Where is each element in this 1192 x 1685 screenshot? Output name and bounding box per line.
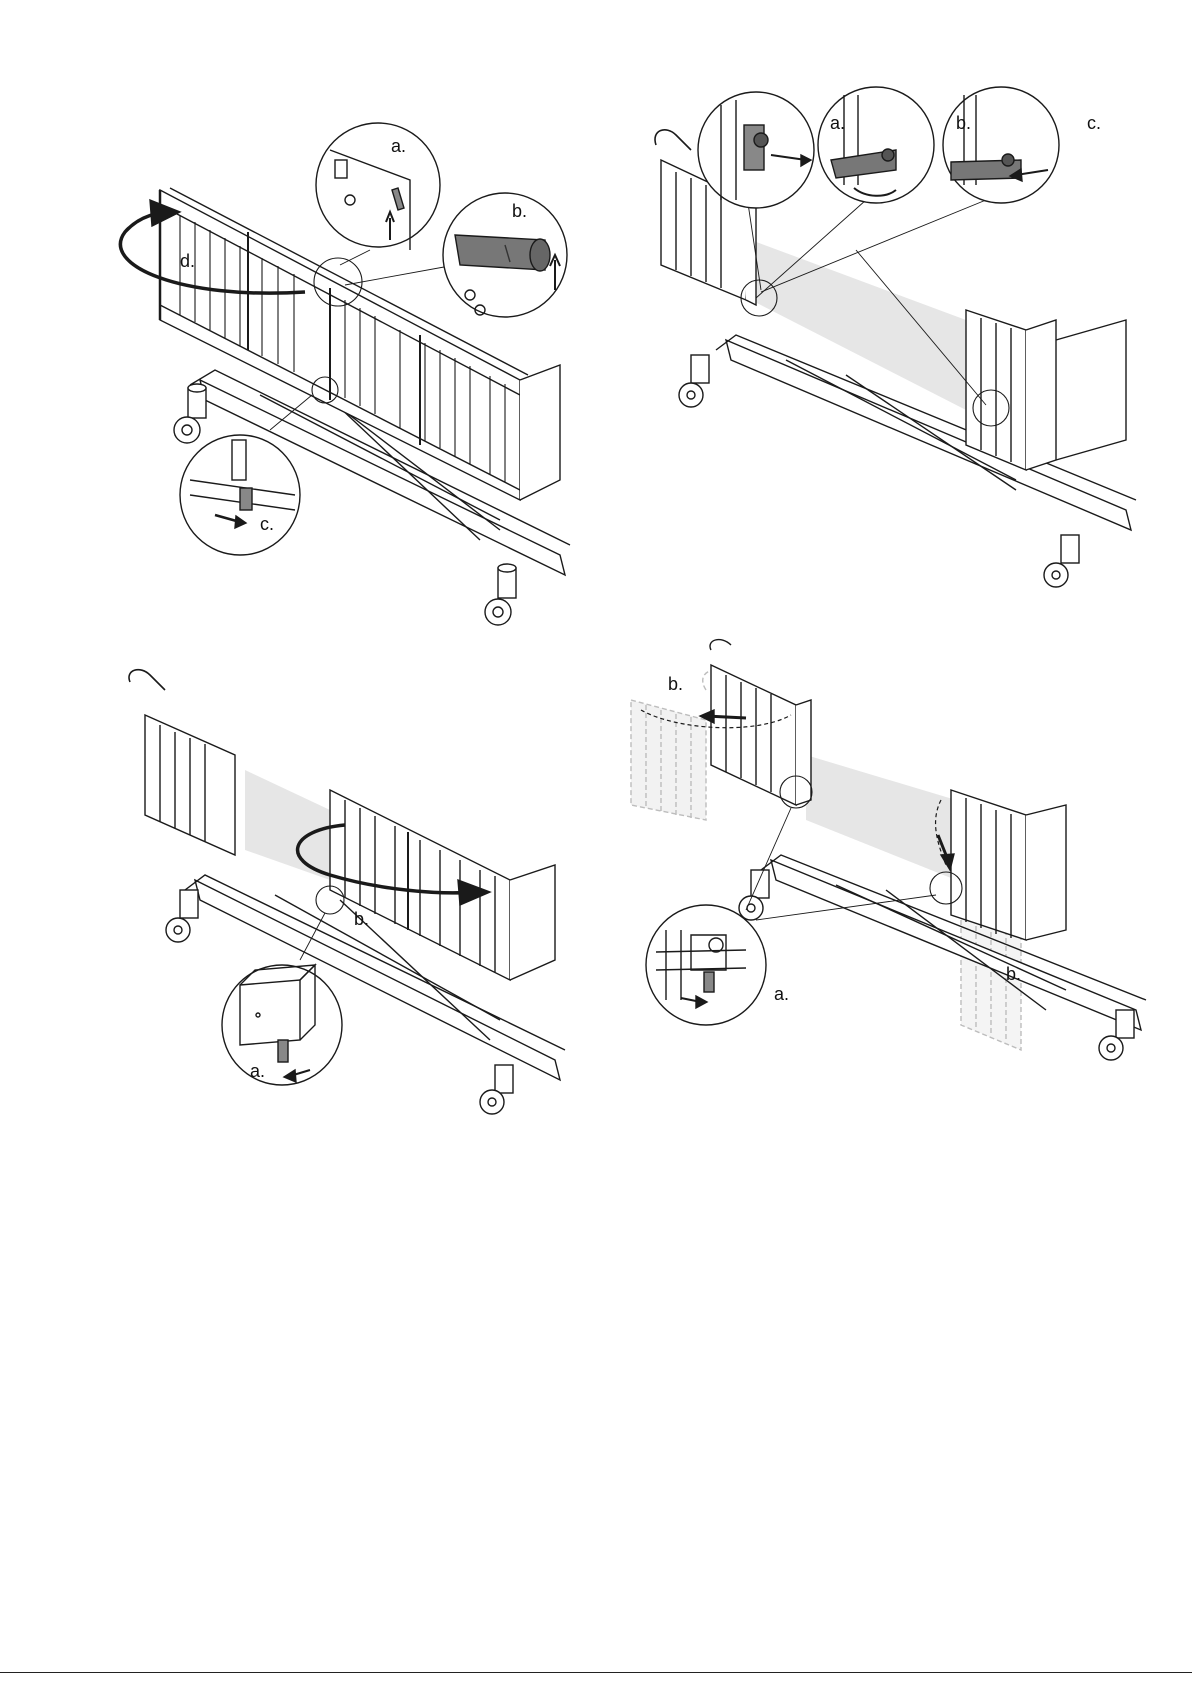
bed-rail-drawing-4 <box>596 640 1192 1200</box>
illustration-step-2: a. b. c. <box>596 0 1192 640</box>
label-c: c. <box>260 515 274 533</box>
illustration-step-4: a. b. b. <box>596 640 1192 1200</box>
bed-rail-drawing-2 <box>596 0 1192 640</box>
label-b-bottom: b. <box>1006 965 1021 983</box>
detail-circle-c <box>943 87 1059 203</box>
detail-circle-b <box>818 87 934 203</box>
detail-circle-c <box>180 435 300 555</box>
label-a: a. <box>250 1062 265 1080</box>
caster-wheel <box>480 1065 513 1114</box>
detail-circle-b <box>443 193 567 317</box>
caster-wheel <box>174 384 206 443</box>
detail-circle-a <box>316 123 440 250</box>
caster-wheel <box>1044 535 1079 587</box>
label-b-top: b. <box>668 675 683 693</box>
page-footer-rule <box>0 1672 1192 1673</box>
label-a: a. <box>774 985 789 1003</box>
illustration-step-3: a. b. <box>0 640 596 1200</box>
label-b: b. <box>512 202 527 220</box>
caster-wheel <box>739 870 769 920</box>
label-c: c. <box>1087 114 1101 132</box>
illustration-step-1: a. b. c. d. <box>0 0 596 640</box>
label-a: a. <box>391 137 406 155</box>
caster-wheel <box>1099 1010 1134 1060</box>
caster-wheel <box>485 564 516 625</box>
folded-rail-foot <box>951 790 1066 940</box>
detail-circle-a <box>646 905 766 1025</box>
detail-circle-a <box>698 92 814 208</box>
caster-wheel <box>166 890 198 942</box>
bed-rail-drawing-1 <box>0 0 596 640</box>
folded-rail-head <box>129 670 235 855</box>
caster-wheel <box>679 355 709 407</box>
label-d: d. <box>180 252 195 270</box>
label-a: a. <box>830 114 845 132</box>
label-b: b. <box>956 114 971 132</box>
label-b: b. <box>354 910 369 928</box>
detail-circle-a <box>222 965 342 1085</box>
bed-rail-drawing-3 <box>0 640 596 1200</box>
folded-rail-head <box>710 640 811 805</box>
